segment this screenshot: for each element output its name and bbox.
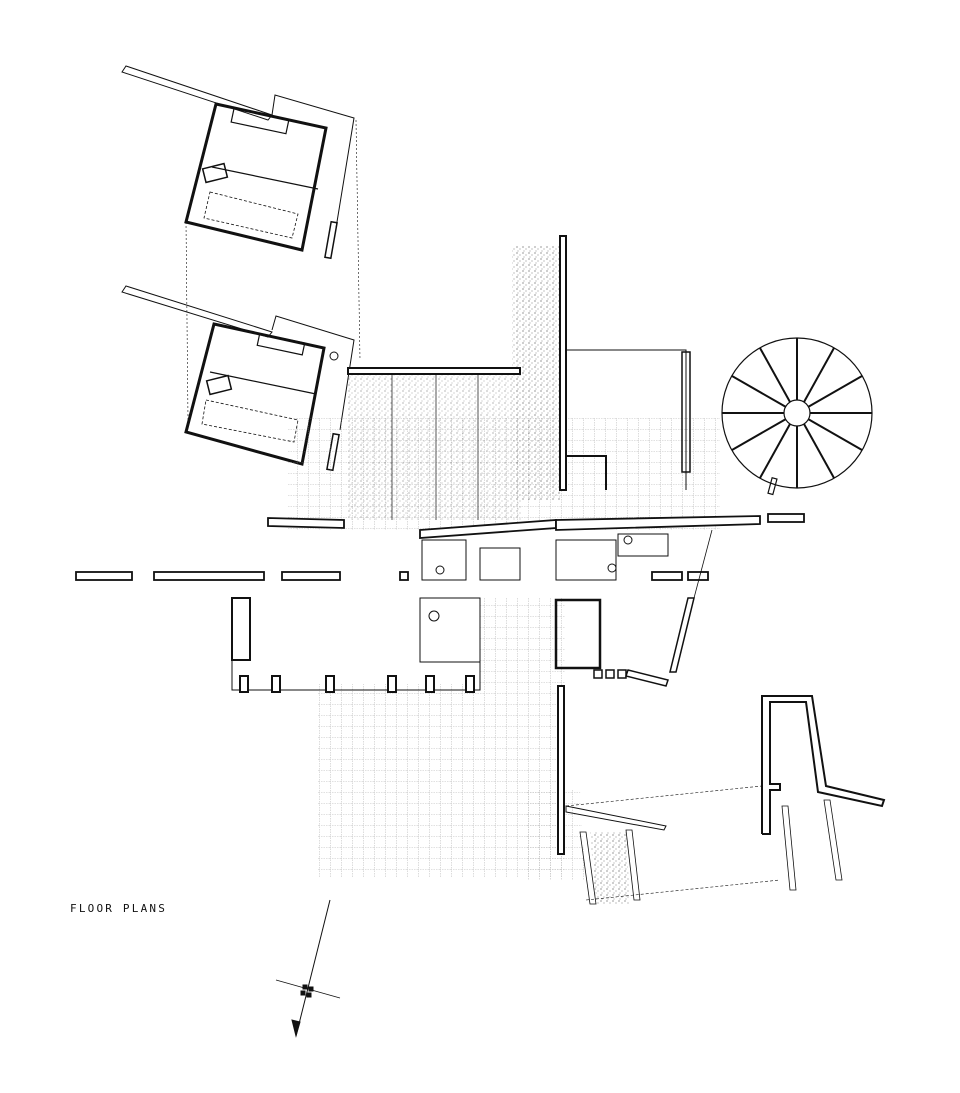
upper-pavilion bbox=[121, 65, 361, 421]
garage bbox=[559, 235, 691, 491]
north-arrow-icon bbox=[275, 899, 341, 1038]
drawing-caption: FLOOR PLANS bbox=[70, 902, 168, 915]
round-structure bbox=[721, 337, 873, 496]
entry-structure bbox=[565, 695, 886, 905]
courtyard bbox=[288, 246, 720, 904]
main-house bbox=[75, 513, 805, 855]
